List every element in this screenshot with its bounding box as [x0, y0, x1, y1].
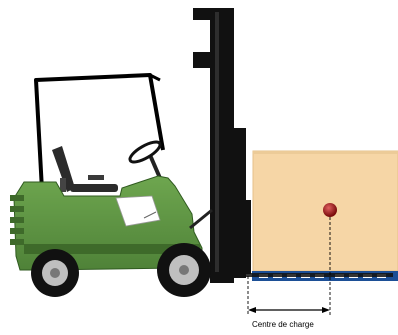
mast-upright: [210, 8, 234, 283]
mast-top-bracket: [193, 8, 213, 20]
mast-mid-bracket: [193, 52, 213, 68]
overhead-guard: [34, 73, 165, 191]
seat: [52, 146, 118, 192]
mast: [193, 8, 251, 283]
side-panel: [115, 195, 161, 227]
rear-wheel: [31, 249, 79, 297]
dimension-label: Centre de charge: [252, 320, 314, 329]
forklift-body: [10, 175, 213, 271]
dimension-arrow: [248, 307, 330, 313]
centre-of-gravity-point: [323, 203, 337, 217]
front-wheel: [157, 243, 211, 297]
fork-blade: [243, 273, 393, 277]
seat-back: [52, 146, 75, 192]
fork-heel: [243, 200, 251, 274]
seat-cushion: [70, 184, 118, 192]
